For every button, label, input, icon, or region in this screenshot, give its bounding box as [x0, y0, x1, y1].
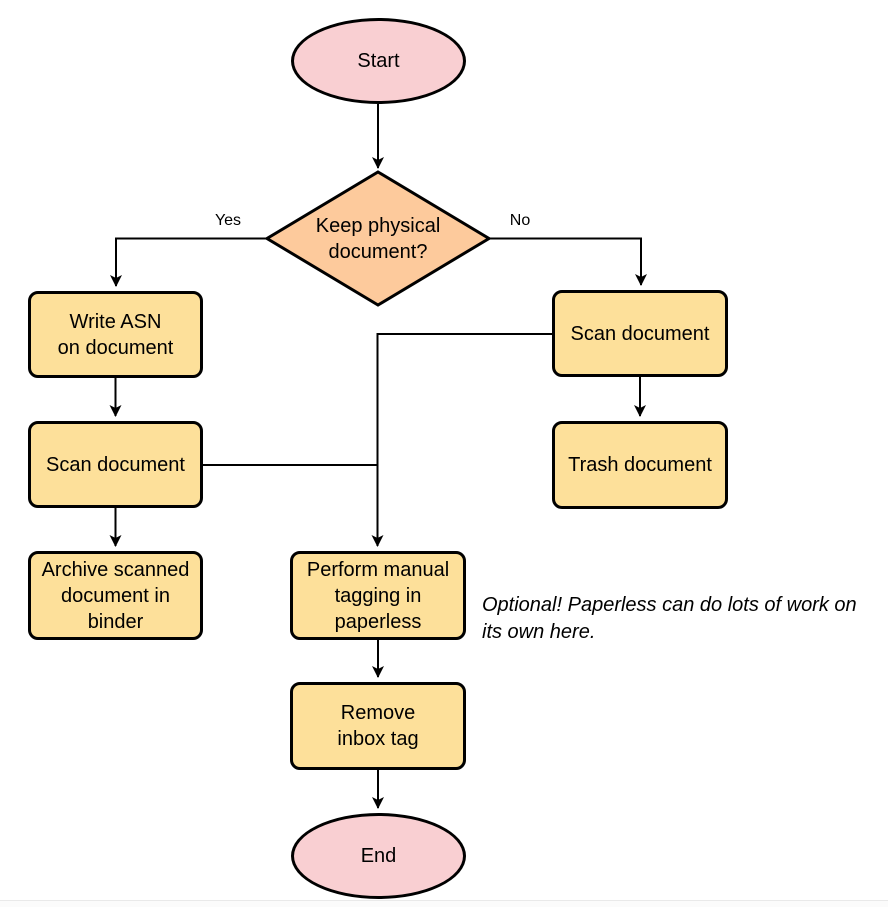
edge-decision-no-to-scan-right: [489, 239, 647, 286]
process-remove-inbox-tag: Remove inbox tag: [290, 682, 466, 770]
start-node: Start: [291, 18, 466, 104]
optional-annotation: Optional! Paperless can do lots of work …: [482, 594, 857, 643]
end-node: End: [291, 813, 466, 899]
page-bottom-divider: [0, 900, 888, 907]
process-manual-tagging: Perform manual tagging in paperless: [290, 551, 466, 640]
process-archive-in-binder: Archive scanned document in binder: [28, 551, 203, 640]
decision-keep-physical-label: Keep physical document?: [315, 214, 441, 263]
process-write-asn: Write ASN on document: [28, 291, 203, 378]
edge-label-yes: Yes: [214, 212, 242, 229]
process-scan-document-left: Scan document: [28, 421, 203, 508]
edge-label-no: No: [509, 212, 531, 229]
process-scan-document-right: Scan document: [552, 290, 728, 377]
process-trash-document: Trash document: [552, 421, 728, 509]
edge-decision-yes-to-write-asn: [110, 239, 267, 287]
edge-scan-right-to-tagging: [371, 334, 553, 547]
decision-diamond-shape: [267, 172, 489, 305]
